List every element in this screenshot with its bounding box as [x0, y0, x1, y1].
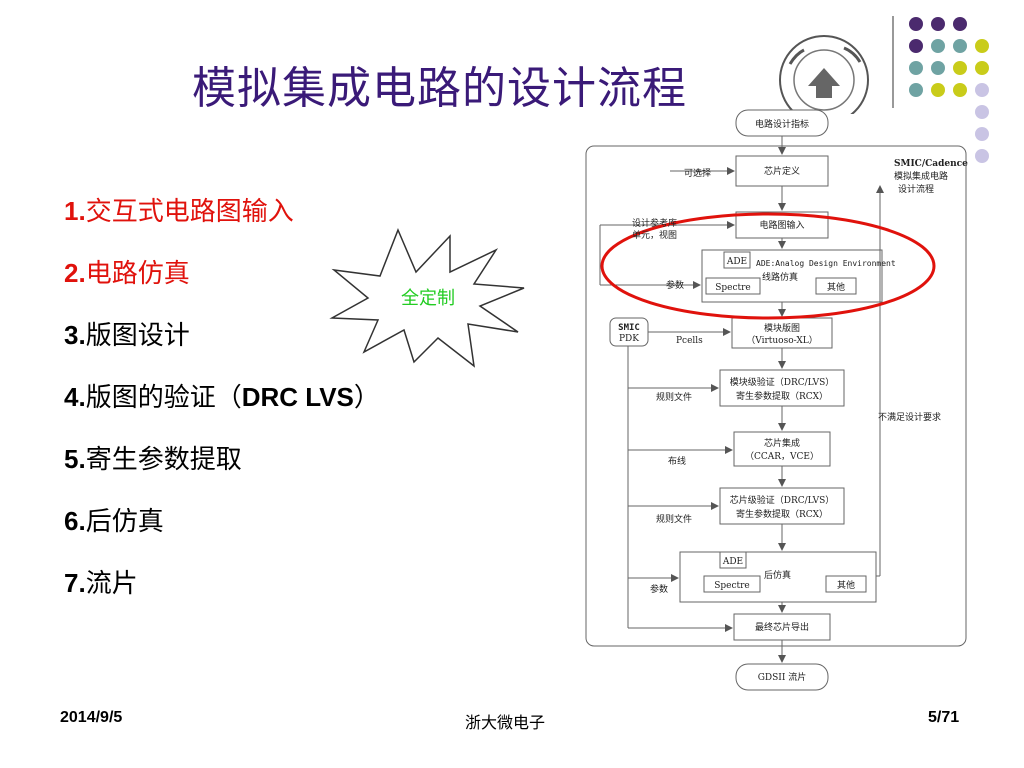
- label-verify-chip-1: 芯片级验证（DRC/LVS）: [730, 494, 835, 506]
- label-other: 其他: [827, 281, 845, 293]
- label-not-meet: 不满足设计要求: [878, 411, 941, 423]
- label-rules2: 规则文件: [656, 513, 692, 525]
- decor-dot: [931, 17, 945, 31]
- node-spectre2: [703, 575, 761, 593]
- footer-date: 2014/9/5: [60, 709, 123, 726]
- decor-dot: [975, 127, 989, 141]
- decor-dot: [909, 83, 923, 97]
- footer-center: 浙大微电子: [465, 713, 546, 732]
- node-integration: [733, 431, 831, 467]
- label-params: 参数: [666, 279, 684, 291]
- decor-dot: [975, 105, 989, 119]
- post-sim-group: [679, 551, 877, 603]
- decor-dot: [975, 61, 989, 75]
- label-layout-2: （Virtuoso-XL）: [746, 335, 818, 346]
- label-chip-def: 芯片定义: [764, 165, 800, 177]
- label-other2: 其他: [837, 579, 855, 591]
- decor-dot: [975, 149, 989, 163]
- step-item-6: 6.后仿真: [64, 506, 164, 537]
- design-step-list: 1.交互式电路图输入 2.电路仿真 3.版图设计 4.版图的验证（DRC LVS…: [64, 196, 380, 630]
- full-custom-burst: 全定制: [329, 228, 525, 368]
- label-verify-block-1: 模块级验证（DRC/LVS）: [730, 376, 835, 388]
- node-chip-def: [735, 155, 829, 187]
- label-spec: 电路设计指标: [755, 118, 809, 130]
- burst-label: 全定制: [401, 288, 455, 309]
- label-smic-3: 设计流程: [898, 183, 934, 195]
- step-item-2: 2.电路仿真: [64, 258, 190, 289]
- node-ade: [723, 251, 751, 269]
- sim-group: [701, 249, 883, 303]
- decor-dot: [931, 39, 945, 53]
- node-verify-chip: [719, 487, 845, 525]
- node-other: [815, 277, 857, 295]
- step-item-1: 1.交互式电路图输入: [64, 196, 294, 227]
- decor-dot: [931, 61, 945, 75]
- decor-dot: [953, 39, 967, 53]
- label-ref-lib-1: 设计参考库: [632, 217, 677, 229]
- label-ref-lib-2: 单元，视图: [632, 229, 677, 241]
- decor-dot: [931, 83, 945, 97]
- step-item-4: 4.版图的验证（DRC LVS）: [64, 382, 380, 413]
- footer-page-number: 5/71: [928, 709, 960, 726]
- label-spectre2: Spectre: [714, 581, 750, 591]
- decor-dot: [909, 61, 923, 75]
- label-spectre: Spectre: [715, 283, 751, 293]
- label-integration-2: （CCAR，VCE）: [745, 451, 819, 462]
- slide-title: 模拟集成电路的设计流程: [192, 63, 687, 114]
- label-sim: 线路仿真: [762, 271, 798, 283]
- label-final-out: 最终芯片导出: [755, 621, 809, 633]
- divider-line: [892, 16, 894, 108]
- label-routing: 布线: [668, 455, 686, 467]
- decor-dot: [953, 17, 967, 31]
- node-other2: [825, 575, 867, 593]
- label-integration-1: 芯片集成: [764, 437, 800, 449]
- flow-frame: [585, 145, 967, 647]
- label-pdk-2: PDK: [619, 334, 639, 344]
- decor-dot: [975, 39, 989, 53]
- node-spectre: [705, 277, 761, 295]
- label-post-sim: 后仿真: [764, 569, 791, 581]
- label-pdk-1: SMIC: [618, 323, 640, 333]
- smic-cadence-flowchart: 电路设计指标 芯片定义 可选择 SMIC/Cadence 模拟集成电路 设计流程…: [585, 109, 968, 691]
- label-smic-1: SMIC/Cadence: [894, 159, 968, 169]
- label-ade-full: ADE:Analog Design Environment: [756, 259, 896, 268]
- step-item-7: 7.流片: [64, 568, 138, 599]
- label-gds: GDSII 流片: [758, 671, 807, 683]
- label-pcells: Pcells: [676, 336, 703, 346]
- node-final-out: [733, 613, 831, 641]
- step-item-3: 3.版图设计: [64, 320, 190, 351]
- node-ade2: [719, 551, 747, 569]
- decor-dot: [909, 17, 923, 31]
- university-seal-logo: [779, 35, 869, 114]
- label-verify-block-2: 寄生参数提取（RCX）: [736, 390, 828, 402]
- label-ade2: ADE: [722, 557, 743, 567]
- label-params2: 参数: [650, 583, 668, 595]
- decorative-dot-grid: [909, 17, 989, 163]
- node-gds: [735, 663, 829, 691]
- label-schematic: 电路图输入: [759, 219, 804, 231]
- decor-dot: [975, 83, 989, 97]
- node-layout: [731, 317, 833, 349]
- label-layout-1: 模块版图: [764, 322, 800, 334]
- step-item-5: 5.寄生参数提取: [64, 444, 242, 475]
- label-verify-chip-2: 寄生参数提取（RCX）: [736, 508, 828, 520]
- label-smic-2: 模拟集成电路: [894, 170, 948, 182]
- highlight-ellipse: [600, 212, 936, 320]
- decor-dot: [953, 61, 967, 75]
- decor-dot: [909, 39, 923, 53]
- label-ade: ADE: [726, 257, 747, 267]
- node-verify-block: [719, 369, 845, 407]
- label-optional: 可选择: [684, 167, 711, 179]
- decor-dot: [953, 83, 967, 97]
- label-rules: 规则文件: [656, 391, 692, 403]
